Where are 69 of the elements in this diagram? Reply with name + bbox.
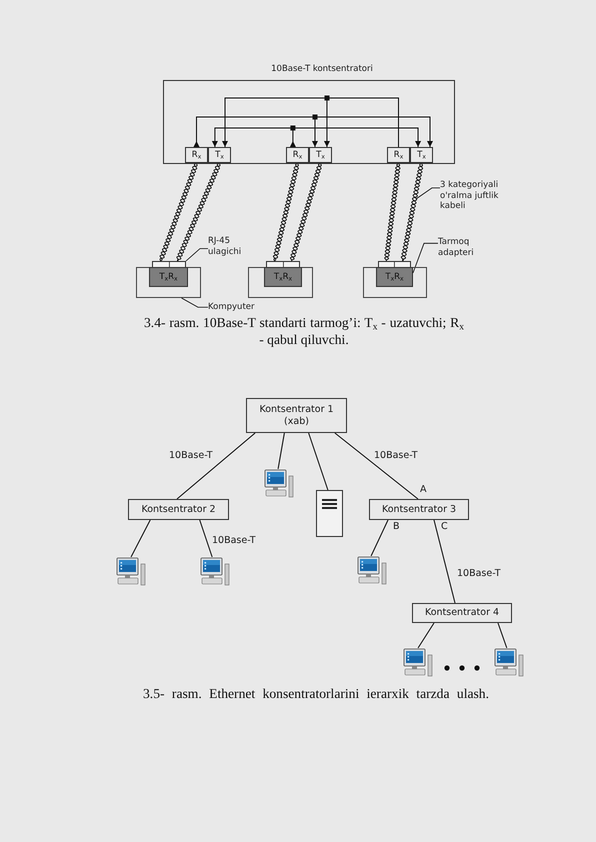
- twisted-pair-cable: [160, 162, 198, 262]
- computer-icon: [264, 469, 296, 499]
- computer-box: [248, 267, 313, 298]
- callout-text: RJ-45 ulagichi: [208, 236, 252, 257]
- computer-box: [363, 267, 427, 298]
- signal-line: [314, 116, 433, 148]
- leader-line: [416, 187, 440, 200]
- leader-line: [412, 242, 438, 274]
- edge-label: 10Base-T: [456, 568, 502, 579]
- connection-line: [370, 520, 388, 556]
- connection-line: [176, 432, 256, 500]
- twisted-pair-cable: [272, 162, 299, 262]
- edge-label: 10Base-T: [211, 535, 257, 546]
- hub-node: Kontsentrator 2: [128, 499, 229, 520]
- signal-line: [292, 128, 422, 148]
- callout-text: Tarmoq adapteri: [438, 237, 490, 258]
- connection-line: [334, 432, 418, 500]
- network-adapter: T$_{x}$R$_{x}$: [376, 267, 413, 287]
- computer-box: [136, 267, 201, 298]
- figure-caption: 3.5- rasm. Ethernet konsentratorlarini ierarxik tarzda ulash.: [143, 685, 489, 702]
- twisted-pair-cable: [290, 162, 322, 262]
- network-adapter: T$_{x}$R$_{x}$: [149, 267, 188, 287]
- connection-line: [418, 622, 434, 648]
- receiver-port: R$_{x}$: [286, 147, 309, 163]
- connection-line: [498, 622, 508, 648]
- edge-label: 10Base-T: [168, 450, 214, 461]
- signal-line: [222, 98, 328, 148]
- transmitter-port: T$_{x}$: [309, 147, 332, 163]
- twisted-pair-cable: [400, 162, 424, 262]
- computer-icon: [200, 557, 232, 587]
- port-label: B: [393, 521, 400, 532]
- edge-label: 10Base-T: [373, 450, 419, 461]
- receiver-port: R$_{x}$: [185, 147, 208, 163]
- hub-node: Kontsentrator 4: [412, 603, 512, 623]
- signal-line: [194, 116, 316, 148]
- connector: [152, 261, 186, 268]
- connector: [266, 261, 300, 268]
- server-icon: [316, 490, 343, 537]
- connection-line: [308, 432, 328, 490]
- callout-text: Kompyuter: [208, 302, 268, 312]
- leader-line: [186, 248, 208, 262]
- connection-line: [278, 432, 285, 470]
- port-label: C: [441, 521, 448, 532]
- transmitter-port: T$_{x}$: [410, 147, 433, 163]
- computer-icon: [116, 557, 148, 587]
- callout-text: 3 kategoriyali o'ralma juftlik kabeli: [440, 180, 514, 212]
- signal-line: [324, 98, 330, 148]
- hub-node: Kontsentrator 3: [369, 499, 469, 520]
- computer-icon: [494, 648, 526, 678]
- signal-line: [212, 128, 294, 148]
- connection-line: [130, 520, 151, 558]
- twisted-pair-cable: [176, 162, 220, 262]
- twisted-pair-cable: [384, 162, 400, 262]
- connection-line: [434, 520, 456, 604]
- signal-line: [312, 116, 318, 148]
- computer-icon: [403, 648, 435, 678]
- signal-line: [326, 98, 399, 148]
- leader-line: [181, 298, 208, 308]
- hub-title: 10Base-T kontsentratori: [270, 63, 374, 75]
- figure-caption: 3.4- rasm. 10Base-T standarti tarmog’i: T$_{x}$ - uzatuvchi; R$_{x}$ - qabul qiluvchi.: [144, 314, 464, 348]
- transmitter-port: T$_{x}$: [208, 147, 231, 163]
- signal-line: [290, 128, 296, 148]
- network-adapter: T$_{x}$R$_{x}$: [264, 267, 302, 287]
- connection-line: [199, 520, 213, 558]
- connector: [378, 261, 411, 268]
- computer-icon: [357, 556, 389, 586]
- receiver-port: R$_{x}$: [387, 147, 410, 163]
- hub-node: Kontsentrator 1 (xab): [246, 398, 347, 433]
- port-label: A: [420, 484, 426, 495]
